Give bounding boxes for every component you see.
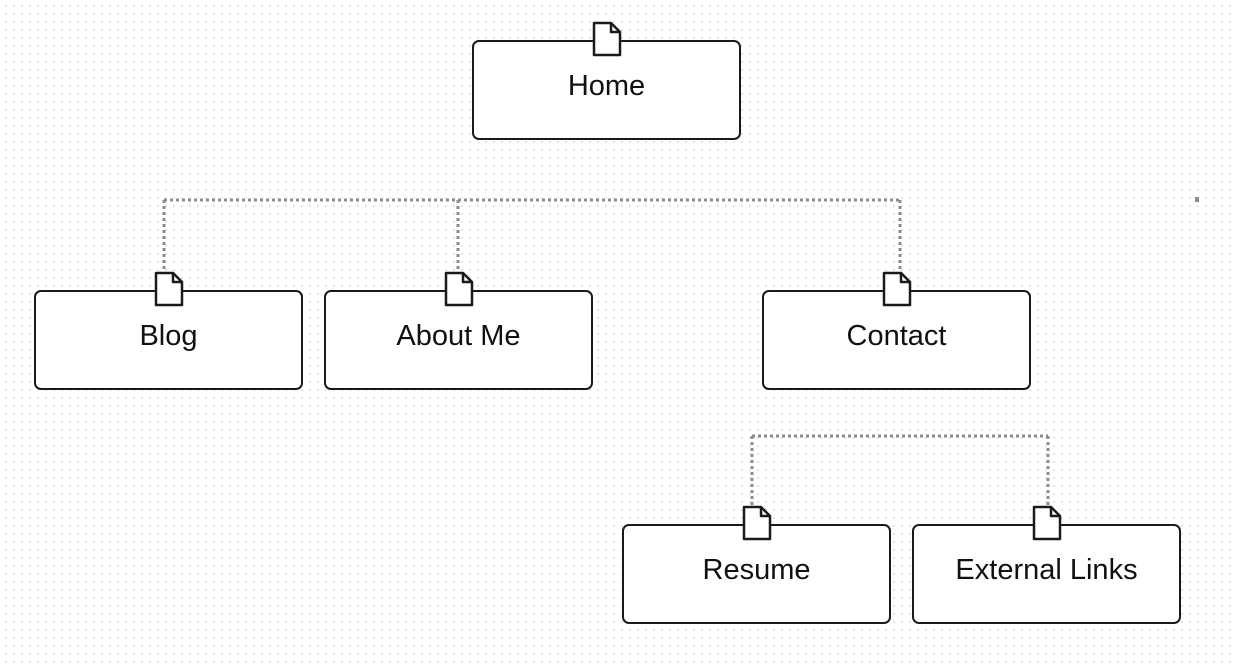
node-label-contact: Contact [846,320,947,352]
page-icon [882,271,912,307]
node-label-about-me: About Me [396,320,521,352]
page-icon [742,505,772,541]
node-label-resume: Resume [702,554,811,586]
page-icon [1032,505,1062,541]
connector-end-marker [1195,197,1199,202]
sitemap-node-external-links[interactable]: External Links [912,505,1181,624]
page-icon [592,21,622,57]
page-icon [444,271,474,307]
sitemap-node-about-me[interactable]: About Me [324,271,593,390]
page-icon [154,271,184,307]
sitemap-node-home[interactable]: Home [472,21,741,140]
sitemap-node-contact[interactable]: Contact [762,271,1031,390]
sitemap-node-resume[interactable]: Resume [622,505,891,624]
node-label-external-links: External Links [955,554,1138,586]
sitemap-node-blog[interactable]: Blog [34,271,303,390]
node-label-blog: Blog [139,320,198,352]
node-label-home: Home [567,70,646,102]
